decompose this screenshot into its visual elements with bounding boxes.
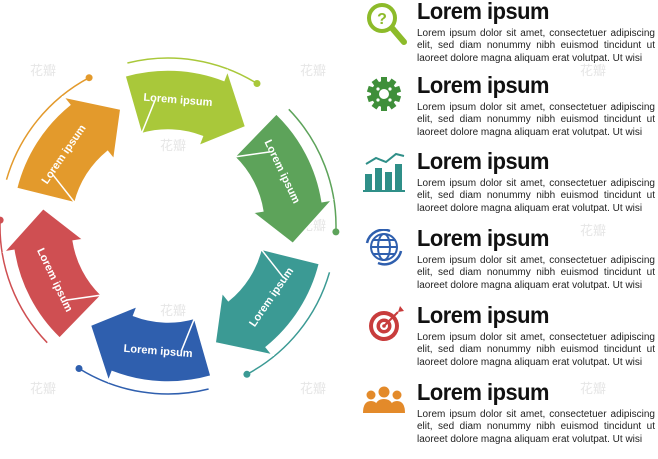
item-text: Lorem ipsum dolor sit amet, consectetuer… [417, 178, 655, 214]
watermark: 花瓣 [580, 64, 607, 79]
cycle-segment [2, 207, 104, 340]
ring-dot [75, 365, 83, 372]
cycle-segment [15, 95, 122, 205]
watermark: 花瓣 [300, 382, 327, 397]
svg-text:?: ? [377, 11, 387, 28]
ring-arc [0, 220, 48, 344]
item-text: Lorem ipsum dolor sit amet, consectetuer… [417, 332, 655, 368]
watermark: 花瓣 [30, 64, 57, 79]
item-title: Lorem ipsum [417, 225, 549, 251]
item-row: Lorem ipsum Lorem ipsum dolor sit amet, … [362, 72, 655, 152]
ring-arc [127, 57, 258, 85]
item-text: Lorem ipsum dolor sit amet, consectetuer… [417, 409, 655, 445]
item-text: Lorem ipsum dolor sit amet, consectetuer… [417, 255, 655, 291]
ring-dot [85, 74, 93, 82]
item-title: Lorem ipsum [417, 379, 549, 405]
item-text: Lorem ipsum dolor sit amet, consectetuer… [417, 28, 655, 64]
item-title: Lorem ipsum [417, 0, 549, 24]
cycle-segment [232, 112, 334, 245]
gear-icon [362, 76, 412, 116]
ring-dot [0, 216, 4, 224]
watermark: 花瓣 [300, 64, 327, 79]
item-row: Lorem ipsum Lorem ipsum dolor sit amet, … [362, 148, 655, 228]
watermark: 花瓣 [580, 382, 607, 397]
cycle-segment [89, 304, 212, 384]
item-title: Lorem ipsum [417, 148, 549, 174]
cycle-segment [214, 247, 321, 357]
item-row: Lorem ipsum Lorem ipsum dolor sit amet, … [362, 379, 655, 459]
cycle-segment [124, 68, 247, 148]
ring-dot [253, 80, 261, 87]
bar-chart-icon [362, 152, 412, 192]
watermark: 花瓣 [580, 224, 607, 239]
ring-arc [246, 272, 331, 375]
ring-arc [288, 108, 337, 232]
watermark: 花瓣 [160, 304, 187, 319]
globe-icon [362, 228, 412, 269]
target-icon [362, 306, 412, 346]
watermark: 花瓣 [160, 139, 187, 154]
item-row: Lorem ipsum Lorem ipsum dolor sit amet, … [362, 225, 655, 305]
segment-label: Lorem ipsum [143, 92, 213, 109]
ring-dot [332, 228, 340, 236]
item-text: Lorem ipsum dolor sit amet, consectetuer… [417, 102, 655, 138]
people-group-icon [362, 383, 412, 423]
item-row: ? Lorem ipsum Lorem ipsum dolor sit amet… [362, 0, 655, 78]
segment-label: Lorem ipsum [123, 343, 193, 360]
item-row: Lorem ipsum Lorem ipsum dolor sit amet, … [362, 302, 655, 382]
ring-dot [243, 370, 251, 378]
watermark: 花瓣 [30, 382, 57, 397]
question-magnifier-icon: ? [362, 2, 412, 45]
ring-arc [5, 77, 90, 180]
item-title: Lorem ipsum [417, 72, 549, 98]
item-title: Lorem ipsum [417, 302, 549, 328]
ring-arc [78, 367, 209, 395]
